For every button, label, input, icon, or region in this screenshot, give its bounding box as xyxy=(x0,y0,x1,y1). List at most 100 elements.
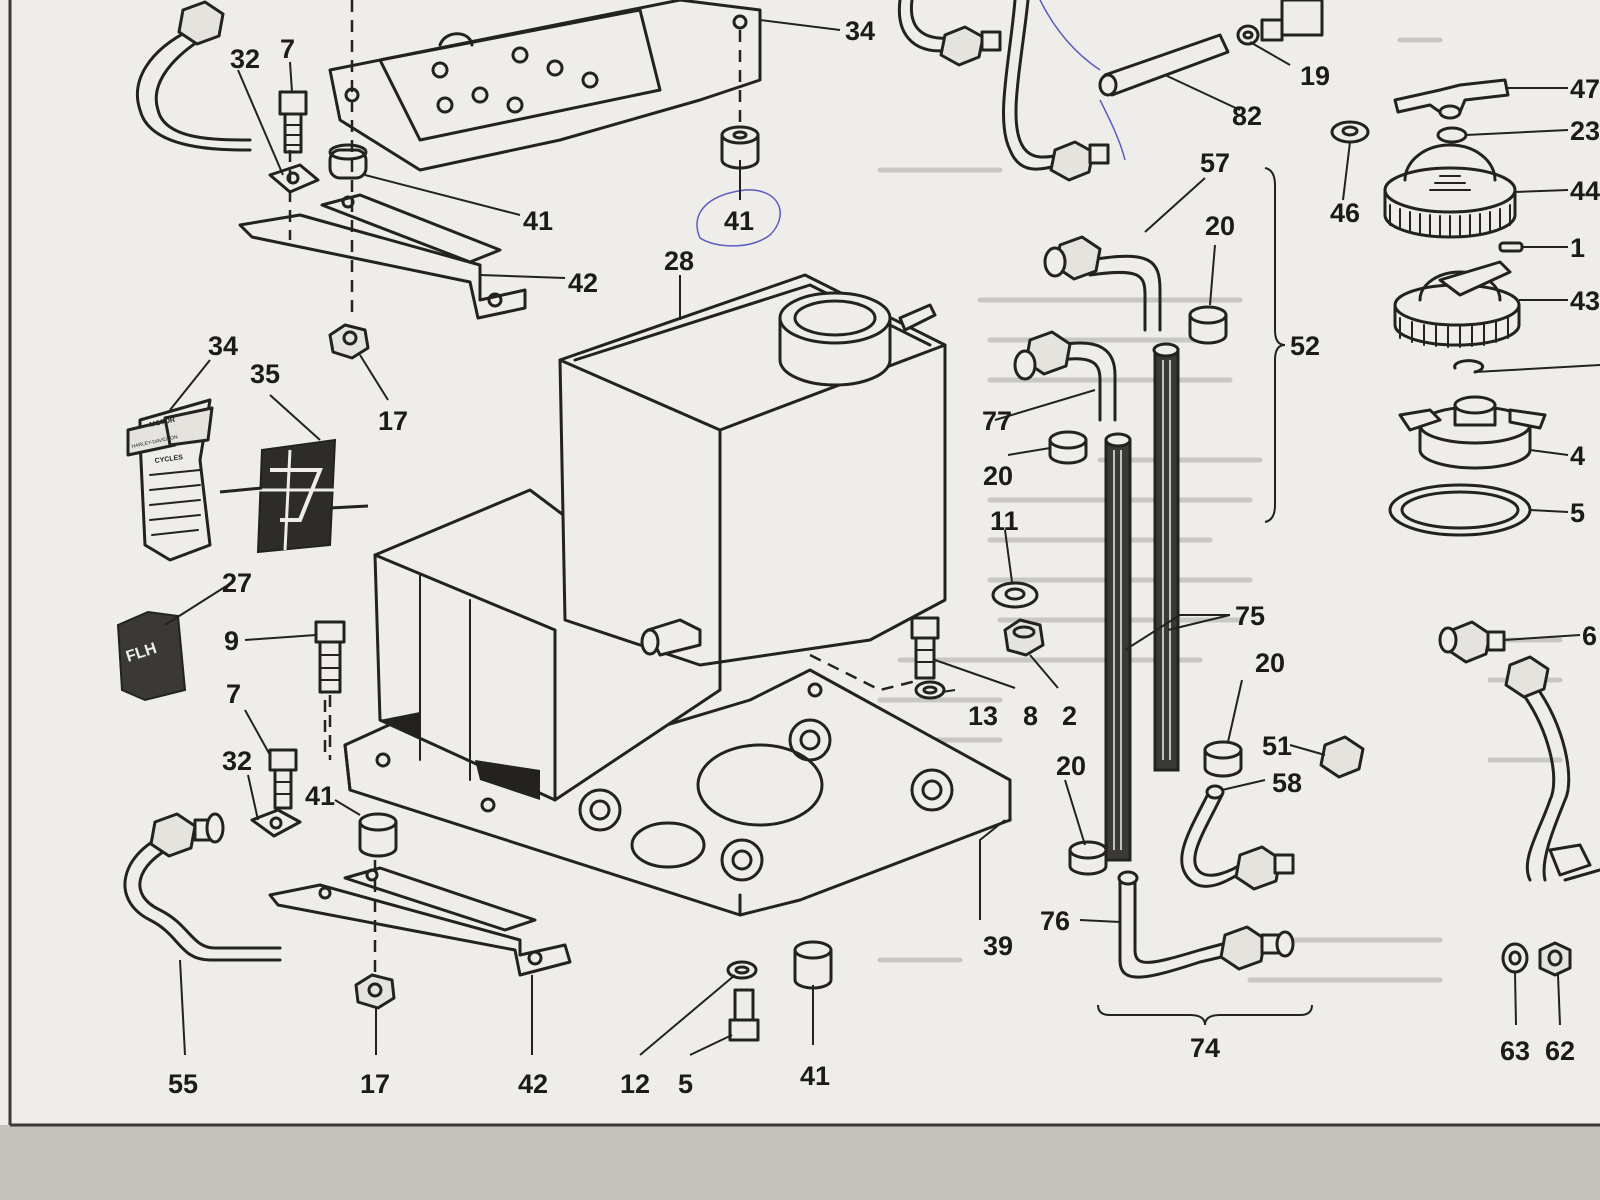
hose-75-right xyxy=(1152,342,1180,772)
callout-5-bottom: 5 xyxy=(678,1069,693,1099)
wing-nut-47 xyxy=(1393,78,1510,120)
oil-line-55 xyxy=(123,812,282,962)
spacer-41-bottom-center xyxy=(793,940,833,990)
nut-62 xyxy=(1538,941,1572,977)
nut-17-top xyxy=(328,323,370,360)
callout-27: 27 xyxy=(222,568,252,598)
callout-57: 57 xyxy=(1200,148,1230,178)
bolt-7-bottom xyxy=(268,748,298,810)
clamp-20-a xyxy=(1188,305,1228,345)
tee-fitting-top xyxy=(1260,0,1324,42)
callout-44: 44 xyxy=(1570,176,1600,206)
lock-washer-12 xyxy=(726,960,758,980)
washer-46 xyxy=(1330,120,1370,144)
line-76 xyxy=(1117,870,1295,979)
elbow-77 xyxy=(1013,330,1117,422)
nut-17-bottom xyxy=(354,973,396,1010)
callout-52: 52 xyxy=(1290,331,1320,361)
table-surface xyxy=(0,1125,1600,1200)
bracket-52 xyxy=(1264,167,1286,523)
fitting-51 xyxy=(1319,735,1365,779)
callout-42-top: 42 xyxy=(568,268,598,298)
emblem-35 xyxy=(219,438,369,554)
callout-4: 4 xyxy=(1570,441,1585,471)
clamp-20-c xyxy=(1203,740,1243,778)
callout-1: 1 xyxy=(1570,233,1585,263)
callout-11: 11 xyxy=(990,506,1019,536)
assembly-line-bolt-8 xyxy=(809,653,921,692)
fitting-6 xyxy=(1438,620,1506,664)
elbow-57 xyxy=(1043,235,1162,332)
callout-20-left: 20 xyxy=(983,461,1013,491)
callout-35: 35 xyxy=(250,359,280,389)
callout-19: 19 xyxy=(1300,61,1330,91)
callout-51: 51 xyxy=(1262,731,1292,761)
tool-box-base-39 xyxy=(343,668,1012,917)
spacer-41-top-left xyxy=(328,143,368,180)
callout-62: 62 xyxy=(1545,1036,1575,1066)
bolt-8 xyxy=(910,616,940,680)
callout-63: 63 xyxy=(1500,1036,1530,1066)
line-58 xyxy=(1180,784,1295,891)
decal-27: FLH xyxy=(116,610,187,702)
callout-75: 75 xyxy=(1235,601,1265,631)
callout-9: 9 xyxy=(224,626,239,656)
o-ring-23 xyxy=(1436,126,1468,144)
pin-1 xyxy=(1498,241,1524,253)
callout-17-bottom: 17 xyxy=(360,1069,390,1099)
bolt-7-top xyxy=(278,90,308,154)
callout-41-top-left: 41 xyxy=(523,206,553,236)
callout-46: 46 xyxy=(1330,198,1360,228)
nut-63 xyxy=(1501,942,1529,974)
callout-20-bottom: 20 xyxy=(1056,751,1086,781)
washer-11 xyxy=(991,581,1039,609)
callout-7-bottom: 7 xyxy=(226,679,241,709)
callout-74: 74 xyxy=(1190,1033,1220,1063)
oil-tank-28 xyxy=(558,273,947,667)
callout-43: 43 xyxy=(1570,286,1600,316)
clamp-20-d xyxy=(1068,840,1108,876)
callout-20-top-right: 20 xyxy=(1205,211,1235,241)
right-oil-line xyxy=(1504,655,1600,882)
callout-41-top-center: 41 xyxy=(724,206,754,236)
callout-34-top: 34 xyxy=(845,16,875,46)
callout-6: 6 xyxy=(1582,621,1597,651)
filler-body-4 xyxy=(1398,395,1547,470)
spacer-41-top-center xyxy=(720,125,760,170)
callout-42-bottom: 42 xyxy=(518,1069,548,1099)
callout-labels: 34 32 7 41 41 42 17 34 35 27 9 7 32 41 5… xyxy=(168,16,1600,1099)
bracket-74 xyxy=(1097,1004,1313,1026)
callout-2: 2 xyxy=(1062,701,1077,731)
clamp-20-b xyxy=(1048,430,1088,465)
callout-82: 82 xyxy=(1232,101,1262,131)
top-right-oil-line xyxy=(1002,0,1110,182)
callout-5-right: 5 xyxy=(1570,498,1585,528)
callout-13: 13 xyxy=(968,701,998,731)
callout-17-top: 17 xyxy=(378,406,408,436)
callout-58: 58 xyxy=(1272,768,1302,798)
clip-32-bottom xyxy=(250,808,302,838)
callout-32-bottom: 32 xyxy=(222,746,252,776)
top-left-oil-line xyxy=(135,0,252,152)
callout-55: 55 xyxy=(168,1069,198,1099)
callout-76: 76 xyxy=(1040,906,1070,936)
bracket-42-top xyxy=(238,193,527,320)
callout-8: 8 xyxy=(1023,701,1038,731)
callout-41-bottom-center: 41 xyxy=(800,1061,830,1091)
emblem-text-cycles: CYCLES xyxy=(154,454,183,465)
fitting-19 xyxy=(1236,24,1260,46)
cap-44 xyxy=(1383,143,1517,239)
bracket-42-bottom xyxy=(268,866,572,977)
bolt-5 xyxy=(728,988,760,1042)
callout-32-top: 32 xyxy=(230,44,260,74)
lock-washer-13 xyxy=(914,680,946,700)
leader-lines xyxy=(164,19,1600,1056)
spacer-41-bottom-left xyxy=(358,812,398,858)
hose-75-left xyxy=(1104,432,1132,862)
nut-2 xyxy=(1003,618,1045,657)
tank-emblem-34: MOTOR HARLEY-DAVIDSON CYCLES xyxy=(126,398,214,562)
callout-7-top: 7 xyxy=(280,34,295,64)
top-center-oil-line xyxy=(897,0,1002,67)
lower-box-body xyxy=(373,488,722,802)
